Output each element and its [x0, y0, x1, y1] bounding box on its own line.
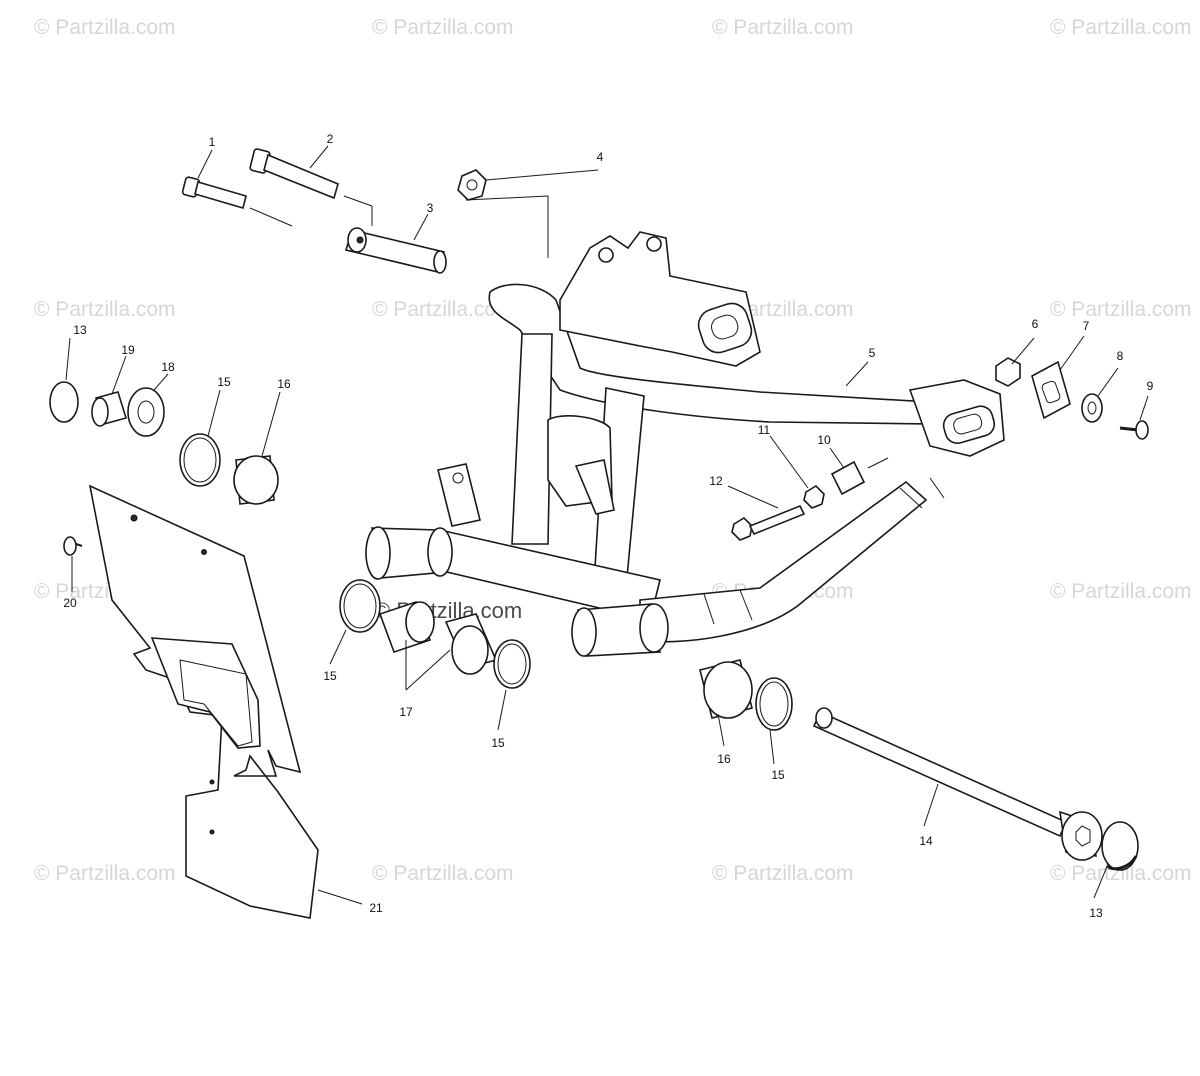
leader-lines	[65, 145, 1149, 905]
callout-14: 14	[919, 834, 933, 848]
callout-10: 10	[817, 433, 831, 447]
part-9-screw	[1119, 420, 1149, 440]
callout-6: 6	[1031, 317, 1039, 331]
part-3-pin	[344, 227, 447, 274]
watermark: © Partzilla.com	[1050, 862, 1192, 885]
callout-21: 21	[369, 901, 383, 915]
part-15-seal-center-right	[493, 639, 531, 689]
callout-13-right: 13	[1089, 906, 1103, 920]
watermark: © Partzilla.com	[372, 16, 514, 39]
part-16-bushing-left	[233, 455, 279, 505]
callout-15-center-left: 15	[323, 669, 337, 683]
callout-17: 17	[399, 705, 413, 719]
part-1-bolt	[181, 176, 293, 227]
part-15-seal-right	[755, 677, 793, 731]
part-19-nut	[91, 391, 128, 427]
callout-16-right: 16	[717, 752, 731, 766]
part-12-bolt	[731, 504, 806, 541]
callout-9: 9	[1146, 379, 1154, 393]
callout-15-left: 15	[217, 375, 231, 389]
part-21-guard	[88, 484, 319, 919]
callout-15-right: 15	[771, 768, 785, 782]
part-8-washer	[1081, 393, 1103, 423]
callout-12: 12	[709, 474, 723, 488]
callout-11: 11	[757, 423, 771, 437]
callout-20: 20	[63, 596, 77, 610]
part-17-bushing-set	[378, 600, 498, 675]
callout-15-center-right: 15	[491, 736, 505, 750]
callout-3: 3	[426, 201, 434, 215]
watermark: © Partzilla.com	[372, 862, 514, 885]
part-15-seal-center-left	[339, 579, 381, 633]
part-6-nut	[995, 357, 1021, 387]
callout-7: 7	[1082, 319, 1090, 333]
part-11-nut	[803, 484, 825, 509]
part-13-cap-right	[1101, 821, 1139, 871]
callout-18: 18	[161, 360, 175, 374]
watermark: © Partzilla.com	[712, 862, 854, 885]
callout-1: 1	[208, 135, 216, 149]
watermark: © Partzilla.com	[1050, 16, 1192, 39]
watermark: © Partzilla.com	[34, 298, 176, 321]
part-2-bolt	[249, 148, 373, 226]
part-16-bushing-right	[699, 659, 753, 719]
callout-13-left: 13	[73, 323, 87, 337]
watermark: © Partzilla.com	[34, 862, 176, 885]
watermark: © Partzilla.com	[1050, 298, 1192, 321]
callout-2: 2	[326, 132, 334, 146]
part-18-washer	[127, 387, 165, 437]
callout-8: 8	[1116, 349, 1124, 363]
callout-19: 19	[121, 343, 135, 357]
part-14-shaft	[812, 707, 1103, 861]
part-10-spacer	[830, 457, 889, 496]
callout-4: 4	[596, 150, 604, 164]
part-15-seal-left	[179, 433, 221, 487]
watermark: © Partzilla.com	[1050, 580, 1192, 603]
callout-16-left: 16	[277, 377, 291, 391]
watermark: © Partzilla.com	[712, 16, 854, 39]
part-5-swingarm	[365, 231, 1005, 657]
watermark: © Partzilla.com	[372, 298, 514, 321]
part-20-push-pin	[63, 536, 83, 556]
part-13-cap-left	[49, 381, 79, 423]
watermark: © Partzilla.com	[34, 16, 176, 39]
part-7-plate	[1031, 360, 1071, 420]
part-4-nut	[457, 169, 549, 258]
callout-5: 5	[868, 346, 876, 360]
